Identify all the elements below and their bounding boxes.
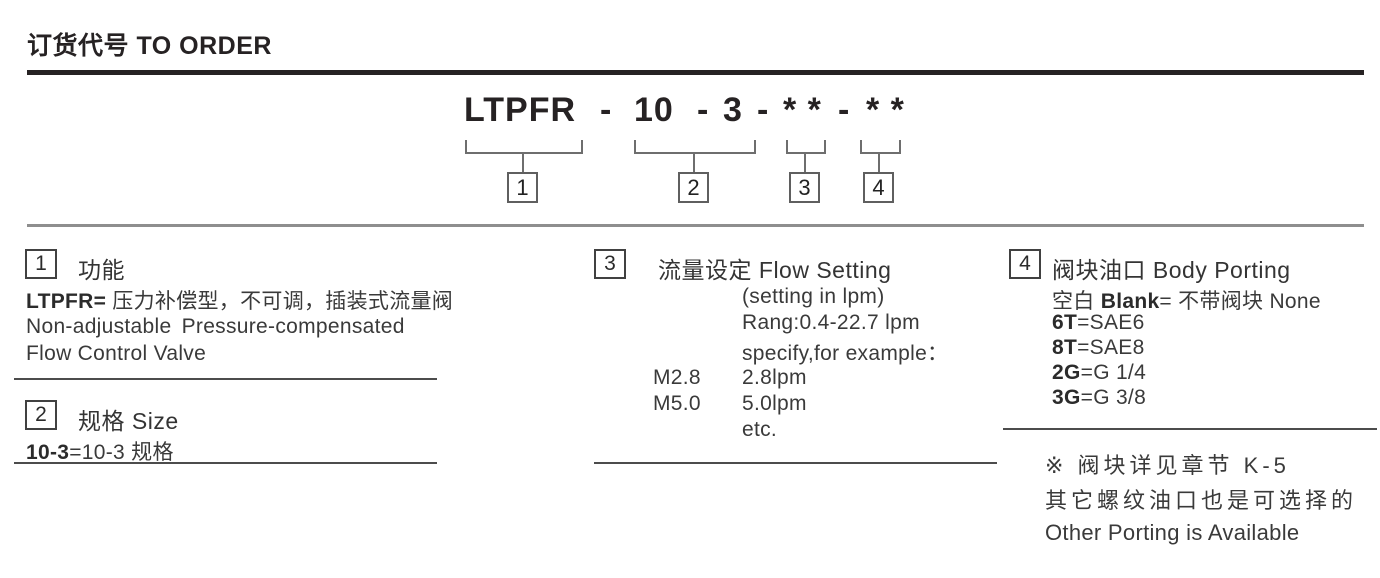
section-4-option: 2G=G 1/4	[1052, 361, 1146, 385]
code-marker-4: 4	[863, 172, 894, 203]
option-value: =SAE6	[1077, 311, 1145, 334]
model-code-dash: -	[838, 91, 851, 129]
model-code-porting-placeholder: * *	[866, 91, 905, 129]
model-code-size-b: 3	[723, 91, 743, 129]
section-4-number-box: 4	[1009, 249, 1041, 279]
section-3-example-code: M5.0	[653, 392, 701, 415]
section-2-code-meaning: =10-3 规格	[69, 441, 174, 464]
section-4-title: 阀块油口 Body Porting	[1052, 257, 1291, 283]
section-4-note-chapter: ※ 阀块详见章节 K-5	[1045, 453, 1290, 478]
section-3-example-value: 5.0lpm	[742, 392, 807, 415]
section-4-blank-cn: 空白	[1052, 290, 1101, 313]
code-bracket-2	[634, 140, 756, 154]
section-3-note-range: Rang:0.4-22.7 lpm	[742, 311, 920, 334]
section-4-blank-meaning: = 不带阀块 None	[1159, 290, 1321, 313]
section-2-number-box: 2	[25, 400, 57, 430]
section-3-divider	[594, 462, 997, 464]
code-bracket-1	[465, 140, 583, 154]
model-code-prefix: LTPFR	[464, 91, 577, 129]
section-1-title: 功能	[78, 257, 125, 283]
model-code-dash: -	[697, 91, 710, 129]
code-marker-3: 3	[789, 172, 820, 203]
section-4-note-other-cn: 其它螺纹油口也是可选择的	[1045, 488, 1358, 513]
section-1-meaning-en-line2: Flow Control Valve	[26, 342, 207, 365]
section-1-code: LTPFR=	[26, 290, 107, 313]
section-4-note-other-en: Other Porting is Available	[1045, 520, 1300, 545]
code-bracket-stem-2	[693, 152, 695, 172]
section-1-definition: LTPFR= 压力补偿型，不可调，插装式流量阀	[26, 285, 453, 315]
section-1-meaning-en-line1: Non-adjustable Pressure-compensated	[26, 315, 405, 338]
section-2-divider	[14, 462, 437, 464]
section-4-blank-code: Blank	[1100, 290, 1160, 313]
section-3-note-specify: specify,for example：	[742, 342, 949, 365]
code-marker-1: 1	[507, 172, 538, 203]
title-rule	[27, 70, 1364, 75]
code-bracket-3	[786, 140, 826, 154]
option-value: =SAE8	[1077, 336, 1145, 359]
code-bracket-4	[860, 140, 901, 154]
section-4-option: 6T=SAE6	[1052, 311, 1145, 335]
option-code: 8T	[1052, 336, 1078, 359]
section-1-number-box: 1	[25, 249, 57, 279]
section-2-code: 10-3	[26, 441, 70, 464]
section-3-title: 流量设定 Flow Setting	[658, 257, 892, 283]
section-1-divider	[14, 378, 437, 380]
section-1-code-meaning-cn: 压力补偿型，不可调，插装式流量阀	[106, 290, 454, 313]
section-4-option-blank: 空白 Blank= 不带阀块 None	[1052, 285, 1321, 315]
divider-rule	[27, 224, 1364, 227]
option-value: =G 1/4	[1080, 361, 1147, 384]
page-title: 订货代号 TO ORDER	[27, 32, 272, 60]
option-code: 2G	[1052, 361, 1081, 384]
code-marker-2: 2	[678, 172, 709, 203]
model-code-dash: -	[757, 91, 770, 129]
section-2-title: 规格 Size	[78, 408, 179, 434]
option-value: =G 3/8	[1080, 386, 1147, 409]
code-bracket-stem-3	[804, 152, 806, 172]
section-4-option: 3G=G 3/8	[1052, 386, 1146, 410]
section-3-note-units: (setting in lpm)	[742, 285, 885, 308]
code-bracket-stem-1	[522, 152, 524, 172]
model-code-size-a: 10	[634, 91, 674, 129]
section-2-definition: 10-3=10-3 规格	[26, 436, 174, 466]
option-code: 6T	[1052, 311, 1078, 334]
section-4-option: 8T=SAE8	[1052, 336, 1145, 360]
model-code-dash: -	[600, 91, 613, 129]
code-bracket-stem-4	[878, 152, 880, 172]
section-4-divider	[1003, 428, 1377, 430]
section-3-example-code: M2.8	[653, 366, 701, 389]
section-3-number-box: 3	[594, 249, 626, 279]
section-3-example-etc: etc.	[742, 418, 778, 441]
section-3-example-value: 2.8lpm	[742, 366, 807, 389]
option-code: 3G	[1052, 386, 1081, 409]
model-code-flow-placeholder: * *	[783, 91, 822, 129]
